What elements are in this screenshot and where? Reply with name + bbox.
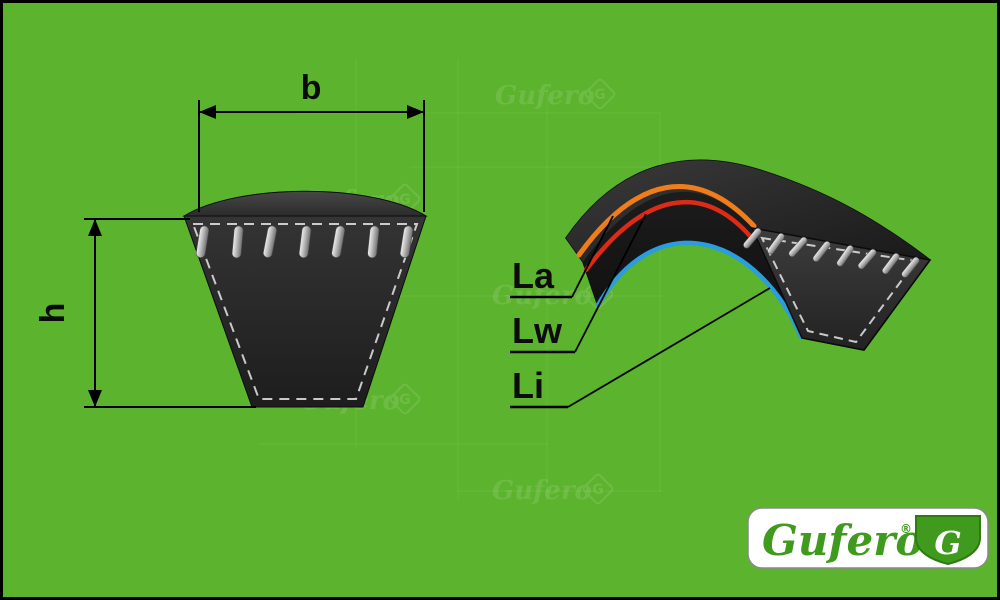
- li-label: Li: [512, 365, 544, 406]
- perspective-view: La Lw Li: [510, 159, 932, 409]
- length-labels: La Lw Li: [510, 213, 771, 409]
- li-leader-line: [567, 287, 771, 408]
- cord-pin: [399, 225, 414, 258]
- cord-pin: [195, 225, 210, 258]
- logo-badge: Gufero ® G: [747, 507, 989, 569]
- belt-top-surface: [566, 160, 930, 262]
- logo-brand-text: Gufero: [762, 516, 923, 565]
- dim-h-arrow-top: [88, 219, 102, 236]
- cut-cord-row: [743, 228, 920, 278]
- cord-pin: [298, 225, 312, 259]
- cord-pin: [331, 225, 346, 258]
- watermark-text: Gufero: [495, 81, 595, 111]
- dim-h-label: h: [34, 303, 72, 324]
- cord-pin: [812, 241, 831, 262]
- watermark-monogram: G: [592, 482, 604, 498]
- lw-leader-line: [574, 213, 647, 353]
- watermark-monogram: G: [399, 392, 411, 408]
- cord-pin: [743, 228, 762, 249]
- dimension-b: [198, 100, 425, 212]
- li-inner-line: [595, 240, 804, 340]
- cord-pin: [857, 248, 877, 270]
- dim-h-arrow-bottom: [88, 390, 102, 407]
- la-leader-line: [571, 215, 614, 298]
- watermark-text: Gufero: [492, 476, 592, 506]
- dim-b-arrow-right: [407, 105, 424, 119]
- watermark-diamond: [389, 383, 421, 415]
- cord-pin: [901, 257, 920, 278]
- cord-row: [195, 225, 414, 259]
- logo-registered-mark: ®: [900, 522, 912, 536]
- la-outer-line: [576, 184, 757, 258]
- lw-label: Lw: [512, 310, 563, 351]
- belt-dashed-outline: [191, 223, 419, 400]
- cord-pin: [262, 225, 277, 258]
- cut-face-dashed-outline: [760, 236, 918, 344]
- dim-b-label: b: [301, 69, 322, 107]
- cord-pin: [231, 225, 244, 259]
- logo-shield: G: [915, 515, 981, 566]
- cross-section-view: b h: [34, 69, 428, 408]
- watermark-diamond: [582, 473, 614, 505]
- watermark-diamond: [584, 78, 616, 110]
- watermark-monogram: G: [399, 192, 411, 208]
- belt-cut-face: [750, 227, 932, 351]
- logo-shield-shape: [915, 515, 981, 566]
- dim-b-arrow-left: [199, 105, 216, 119]
- cord-pin: [882, 253, 900, 275]
- logo-monogram: G: [934, 524, 961, 562]
- cord-pin: [788, 236, 808, 257]
- lw-pitch-line: [583, 199, 753, 273]
- watermark-monogram: G: [594, 87, 606, 103]
- cord-pin: [836, 245, 854, 267]
- cord-pin: [367, 225, 380, 259]
- dimension-h: [84, 218, 256, 408]
- cord-pin: [767, 233, 785, 255]
- belt-top-cap: [182, 190, 428, 217]
- la-label: La: [512, 255, 555, 296]
